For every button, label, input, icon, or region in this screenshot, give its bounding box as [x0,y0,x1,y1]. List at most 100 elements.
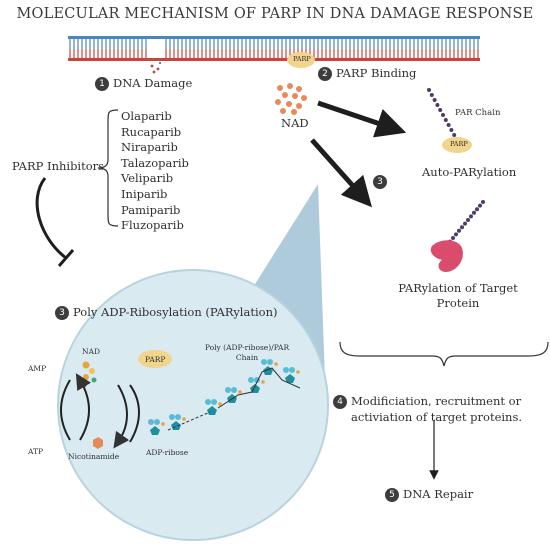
step-3-marker: 3 [373,171,391,190]
par-unit [460,225,464,230]
dna-damage-marks [150,61,162,74]
par-chain-circle-label: Poly (ADP-ribose)/PAR Chain [192,343,302,363]
dna-strand [68,36,480,74]
par-unit [481,200,485,204]
par-chain-target [448,200,485,244]
par-unit [441,113,445,117]
par-unit [457,228,461,233]
step-parylation: 3 Poly ADP-Ribosylation (PARylation) [55,305,277,320]
par-unit [432,98,437,102]
curved-arrow-right-1 [113,384,130,449]
nicotinamide-molecule [93,437,103,449]
nad-circle-label: NAD [82,347,100,356]
inhibitor-brace [97,109,119,227]
par-unit [443,118,448,122]
inhibitor-item: Rucaparib [121,124,182,139]
step-number: 3 [55,306,69,320]
parylation-circle [58,270,328,540]
par-unit [435,103,440,107]
inhibitor-item: Niraparib [121,140,178,155]
step-number: 5 [385,488,399,502]
target-brace [339,341,549,367]
step-label: DNA Damage [113,76,193,90]
adenine-unit [154,419,160,425]
step-modification-line2: activiation of target proteins. [351,410,523,424]
curved-arrow-left-1 [60,379,71,441]
inhibitor-item: Pamiparib [121,202,181,217]
adenine-unit [289,367,295,373]
par-unit [469,214,473,219]
nicotinamide-label: Nicotinamide [68,452,120,461]
inhibitor-item: Talazoparib [121,155,189,170]
target-label-line1: PARylation of Target [398,281,518,295]
parp-auto [442,137,472,153]
par-unit [449,128,454,132]
par-unit [466,218,470,222]
par-unit [452,133,457,137]
adenine-unit [267,359,273,365]
arrow-to-auto-parylation [317,100,407,138]
amp-label: AMP [28,364,47,373]
target-parylation-label: PARylation of Target Protein [383,281,533,311]
step-number: 2 [318,67,332,81]
phosphate-unit [261,380,265,384]
par-unit [472,210,476,215]
par-unit [446,123,451,127]
nad-molecules [275,83,307,115]
par-unit [427,88,431,92]
par-unit [438,108,443,112]
adenine-unit [169,414,175,420]
parp-on-dna [287,52,315,68]
curved-arrow-left-2 [75,373,91,441]
par-unit [475,207,479,212]
inhibitor-item: Veliparib [121,171,174,186]
auto-parylation-label: Auto-PARylation [422,165,517,179]
step-modification: 4 Modificiation, recruitment or [333,394,521,409]
curved-arrow-right-2 [129,384,140,443]
adenine-unit [148,419,154,425]
phosphate-unit [182,417,186,421]
step-number: 4 [333,395,347,409]
chain-label-line1: Poly (ADP-ribose)/PAR [204,343,290,352]
ribose-unit [207,406,217,415]
par-unit [463,221,467,226]
chain-label-line2: Chain [235,353,259,362]
par-chain-label: PAR Chain [455,108,501,118]
step-number: 1 [95,77,109,91]
target-label-line2: Protein [436,296,480,310]
step-parp-binding: 2 PARP Binding [318,66,416,81]
ribose-unit [285,374,295,383]
adenine-unit [248,377,254,383]
adenine-unit [261,359,267,365]
arrow-to-target-parylation [310,138,372,208]
step-dna-damage: 1 DNA Damage [95,76,192,91]
phosphate-unit [218,402,222,406]
adenine-unit [211,399,217,405]
adenine-unit [175,414,181,420]
target-protein [430,240,463,272]
phosphate-unit [238,390,242,394]
parp-in-circle [138,350,172,368]
step-label: Poly ADP-Ribosylation (PARylation) [73,305,278,319]
par-unit [429,93,434,97]
ribose-unit [150,426,160,435]
step-number: 3 [373,174,387,189]
parp-label-dna: PARP [293,55,311,63]
adenine-unit [225,387,231,393]
phosphate-unit [296,370,300,374]
step-label-line1: Modificiation, recruitment or [351,394,522,408]
phosphate-unit [274,362,278,366]
adp-ribose-label: ADP-ribose [146,448,189,457]
phosphate-unit [161,422,165,426]
step-label: PARP Binding [336,66,417,80]
parp-circle-label: PARP [145,355,166,364]
nad-label: NAD [281,116,309,130]
inhibitor-item: Olaparib [121,109,172,123]
atp-molecule [58,432,59,438]
adenine-unit [231,387,237,393]
par-unit [454,232,458,237]
parp-inhibitors-label: PARP Inhibitors [12,159,105,173]
